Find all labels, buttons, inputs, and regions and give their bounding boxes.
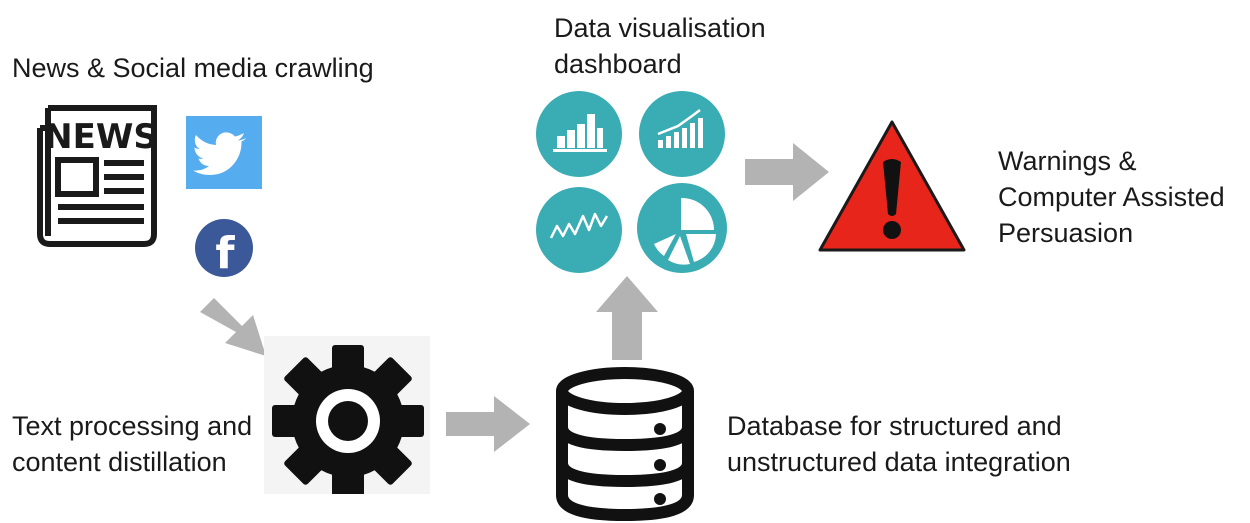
- database-label-line2: unstructured data integration: [727, 447, 1071, 477]
- twitter-icon: [186, 116, 262, 189]
- processing-label-line2: content distillation: [12, 447, 227, 477]
- line-chart-icon: [535, 186, 623, 274]
- dashboard-label-line2: dashboard: [554, 49, 682, 79]
- warnings-label-line2: Computer Assisted: [998, 182, 1225, 212]
- facebook-icon: f: [194, 218, 254, 278]
- growth-chart-icon: [638, 90, 726, 178]
- processing-label: Text processing and content distillation: [12, 408, 252, 480]
- database-label: Database for structured and unstructured…: [727, 408, 1071, 480]
- dashboard-label: Data visualisation dashboard: [554, 10, 766, 82]
- warning-icon: [816, 118, 968, 254]
- arrow-process-to-database: [446, 396, 532, 452]
- crawling-label: News & Social media crawling: [12, 53, 374, 83]
- pie-chart-icon: [636, 182, 728, 274]
- arrow-dashboard-to-warnings: [745, 143, 831, 201]
- facebook-letter: f: [215, 228, 235, 278]
- database-label-line1: Database for structured and: [727, 411, 1062, 441]
- database-icon: [550, 365, 700, 523]
- newspaper-icon: NEWS: [34, 98, 166, 248]
- warnings-label-line3: Persuasion: [998, 218, 1134, 248]
- bar-chart-icon: [535, 90, 623, 178]
- processing-label-line1: Text processing and: [12, 411, 253, 441]
- arrow-crawl-to-process: [196, 292, 272, 362]
- dashboard-label-line1: Data visualisation: [554, 13, 766, 43]
- arrow-database-to-dashboard: [596, 276, 658, 360]
- gear-icon: [264, 336, 430, 494]
- warnings-label: Warnings & Computer Assisted Persuasion: [998, 143, 1225, 251]
- news-masthead: NEWS: [44, 117, 158, 157]
- warnings-label-line1: Warnings &: [998, 146, 1137, 176]
